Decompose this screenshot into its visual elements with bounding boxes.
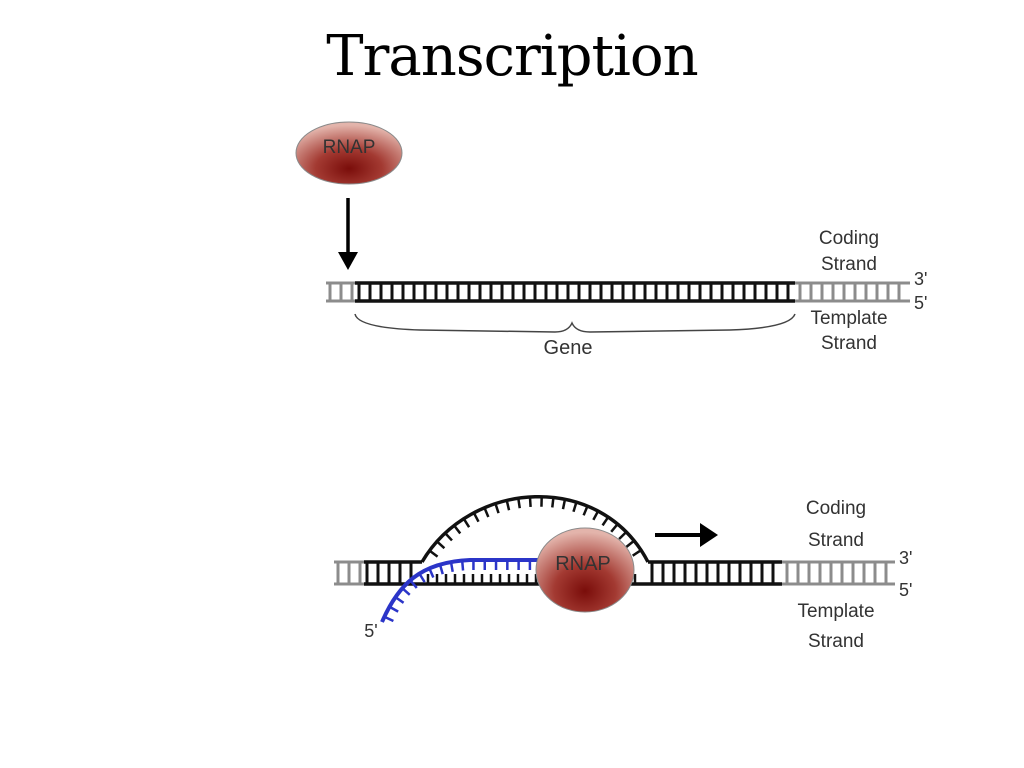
rnap-bottom: RNAP [535, 527, 635, 613]
coding-strand-label-bottom-1: Coding [806, 498, 866, 519]
coding-base-tick [462, 518, 471, 528]
coding-base-tick [561, 499, 567, 510]
down-arrow-icon [338, 198, 358, 270]
coding-base-tick [444, 532, 453, 542]
coding-strand-label-bottom-2: Strand [808, 530, 864, 551]
rna-base-tick [394, 596, 405, 604]
rna-base-tick [401, 587, 411, 596]
rnap-top: RNAP [295, 121, 403, 185]
rnap-bottom-label: RNAP [555, 553, 611, 575]
dna-ladder-top [326, 281, 910, 303]
coding-base-tick [601, 516, 610, 527]
rna-transcript [380, 558, 545, 623]
template-strand-label-top-1: Template [810, 308, 887, 329]
coding-base-tick [505, 500, 511, 511]
end-5-top: 5' [914, 293, 927, 313]
coding-base-tick [592, 510, 600, 521]
coding-base-tick [528, 496, 532, 508]
coding-base-tick [436, 540, 446, 550]
panel-top: RNAP Gene [295, 121, 927, 359]
right-arrow-icon [655, 523, 718, 547]
end-5-bottom: 5' [899, 580, 912, 600]
template-strand-label-bottom-2: Strand [808, 631, 864, 652]
coding-base-tick [483, 507, 490, 518]
rna-base-tick [438, 564, 444, 575]
coding-base-tick [517, 498, 521, 509]
coding-base-tick [472, 512, 480, 523]
template-strand-label-bottom-1: Template [797, 601, 874, 622]
slide-title: Transcription [326, 24, 698, 89]
gene-label: Gene [544, 337, 593, 359]
template-strand-label-top-2: Strand [821, 333, 877, 354]
end-3-top: 3' [914, 269, 927, 289]
coding-base-tick [551, 497, 555, 508]
end-3-bottom: 3' [899, 548, 912, 568]
rna-5prime-label: 5' [364, 621, 377, 641]
coding-base-tick [572, 501, 578, 513]
coding-base-tick [428, 549, 439, 558]
coding-base-tick [494, 503, 500, 514]
coding-base-tick [582, 505, 589, 516]
coding-strand-label-top-1: Coding [819, 228, 879, 249]
coding-base-tick [610, 523, 619, 533]
rna-base-tick [418, 572, 426, 583]
rna-base-tick [383, 615, 394, 623]
panel-bottom: 5' RNAP Coding Strand Template Strand 3'… [334, 494, 912, 652]
coding-base-tick [453, 524, 462, 535]
rnap-top-label: RNAP [323, 137, 376, 158]
gene-brace [354, 313, 796, 333]
coding-strand-label-top-2: Strand [821, 254, 877, 275]
rna-base-tick [428, 567, 435, 579]
coding-base-tick [618, 531, 628, 540]
coding-base-tick [625, 539, 635, 548]
rna-base-tick [388, 605, 399, 613]
coding-base-tick [632, 549, 642, 557]
rna-base-tick [460, 560, 465, 571]
rna-base-tick [409, 579, 418, 589]
rna-base-tick [449, 561, 454, 573]
coding-strand-bubble [420, 494, 650, 563]
